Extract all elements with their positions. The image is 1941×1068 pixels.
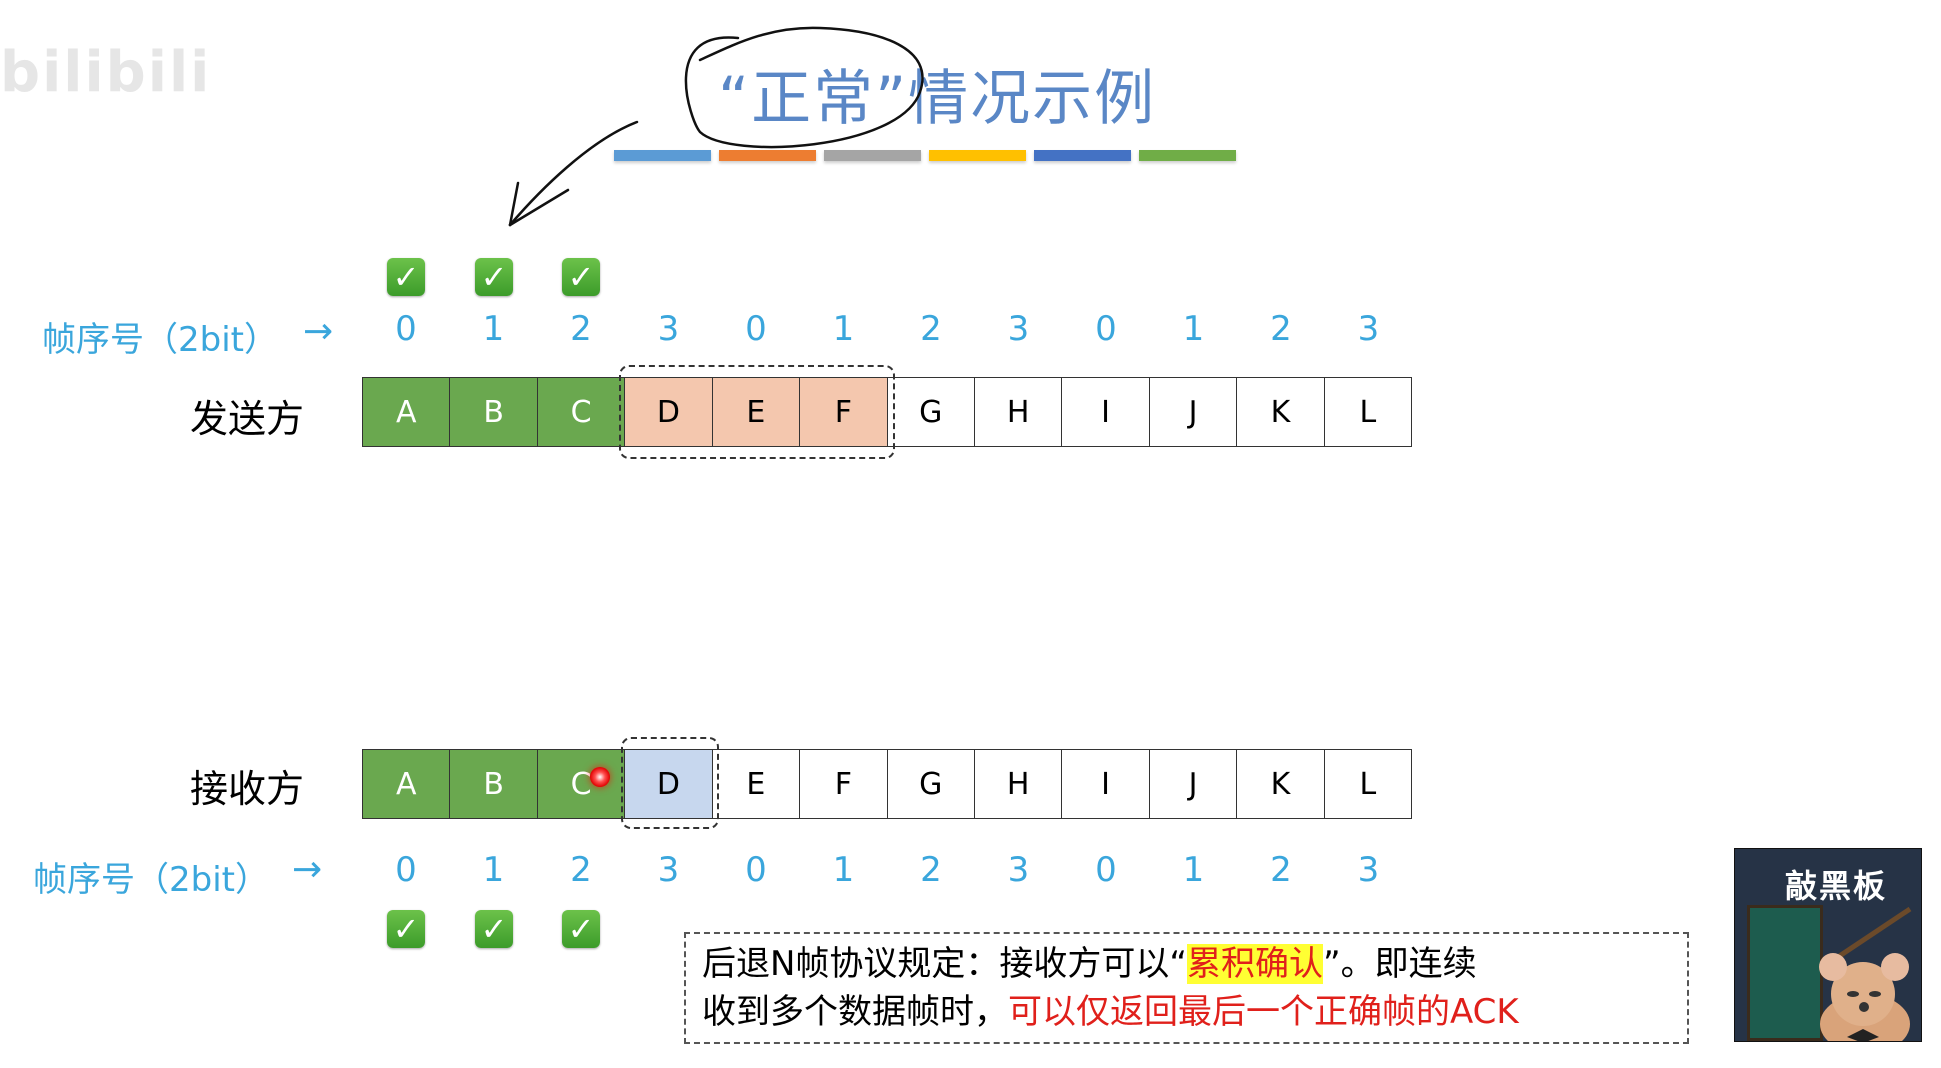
receiver-frame-f: F [800, 750, 888, 818]
color-bar-decoration [614, 150, 1236, 161]
sender-frame-b: B [450, 378, 538, 446]
receiver-seq-number: 2 [1270, 850, 1292, 890]
sender-seq-number: 0 [1095, 309, 1117, 349]
note-line-2: 收到多个数据帧时，可以仅返回最后一个正确帧的ACK [702, 988, 1671, 1036]
receiver-frame-g: G [887, 750, 975, 818]
sender-frame-a: A [363, 378, 451, 446]
sender-seq-number: 3 [1007, 309, 1030, 349]
sender-seq-number: 1 [1182, 309, 1205, 349]
receiver-frame-d: D [625, 750, 713, 818]
sender-seq-number: 2 [1270, 309, 1292, 349]
slide-title: “正常”情况示例 [718, 64, 1157, 134]
receiver-frame-h: H [974, 750, 1063, 818]
sender-frame-g: G [887, 378, 975, 446]
color-bar-6 [1139, 150, 1236, 161]
sender-ack-check-2: ✓ [562, 258, 600, 296]
sender-frame-e: E [712, 378, 801, 446]
receiver-seq-arrow-icon: → [292, 849, 323, 890]
receiver-frame-k: K [1237, 750, 1325, 818]
color-bar-4 [929, 150, 1026, 161]
receiver-frame-i: I [1062, 750, 1150, 818]
note-line-1-suffix: ”。即连续 [1323, 944, 1477, 984]
handdrawn-arrow-right-head [508, 188, 570, 227]
note-line-1: 后退N帧协议规定：接收方可以“累积确认”。即连续 [702, 940, 1671, 988]
receiver-seq-number: 2 [570, 850, 592, 890]
note-line-2-red: 可以仅返回最后一个正确帧的ACK [1008, 992, 1519, 1032]
receiver-frame-b: B [450, 750, 538, 818]
sender-seq-number: 2 [920, 309, 942, 349]
sender-frame-f: F [800, 378, 888, 446]
mascot-mouse-icon [1819, 906, 1912, 1041]
sender-seq-arrow-icon: → [303, 311, 334, 352]
sender-ack-check-0: ✓ [387, 258, 425, 296]
receiver-frame-a: A [363, 750, 451, 818]
sender-seq-label: 帧序号（2bit） [42, 320, 278, 360]
note-highlight: 累积确认 [1187, 944, 1324, 984]
receiver-seq-number: 2 [920, 850, 942, 890]
receiver-ack-check-0: ✓ [387, 910, 425, 948]
laser-pointer-dot [590, 767, 610, 787]
note-line-1-prefix: 后退N帧协议规定：接收方可以“ [702, 944, 1188, 984]
color-bar-5 [1034, 150, 1131, 161]
receiver-seq-number: 1 [482, 850, 505, 890]
sender-frame-j: J [1149, 378, 1238, 446]
sender-window-outline [619, 365, 895, 459]
sender-frame-l: L [1324, 378, 1412, 446]
sender-seq-number: 1 [832, 309, 855, 349]
receiver-seq-number: 3 [657, 850, 680, 890]
sender-frame-k: K [1237, 378, 1325, 446]
receiver-seq-label: 帧序号（2bit） [33, 860, 269, 900]
sender-frame-i: I [1062, 378, 1150, 446]
receiver-seq-number: 1 [832, 850, 855, 890]
bilibili-watermark: bilibili [0, 40, 212, 105]
sender-seq-number: 3 [657, 309, 680, 349]
color-bar-2 [719, 150, 816, 161]
receiver-ack-check-1: ✓ [475, 910, 513, 948]
handdrawn-arrow-left-head [508, 181, 520, 227]
sender-ack-check-1: ✓ [475, 258, 513, 296]
sender-frame-d: D [625, 378, 713, 446]
sender-seq-number: 1 [482, 309, 505, 349]
receiver-window-outline [621, 737, 719, 829]
receiver-ack-check-2: ✓ [562, 910, 600, 948]
receiver-label: 接收方 [190, 767, 305, 811]
receiver-seq-number: 0 [1095, 850, 1117, 890]
handdrawn-arrow-curve [508, 120, 639, 227]
sender-seq-number: 0 [395, 309, 417, 349]
color-bar-3 [824, 150, 921, 161]
sender-seq-number: 0 [745, 309, 767, 349]
receiver-seq-number: 1 [1182, 850, 1205, 890]
receiver-frame-e: E [712, 750, 801, 818]
receiver-frame-c: C [537, 750, 626, 818]
color-bar-1 [614, 150, 711, 161]
mascot-thumbnail: 敲黑板 [1734, 848, 1922, 1042]
receiver-seq-number: 3 [1007, 850, 1030, 890]
receiver-seq-number: 0 [395, 850, 417, 890]
sender-label: 发送方 [190, 397, 305, 441]
note-line-2-prefix: 收到多个数据帧时， [702, 992, 1008, 1032]
go-back-n-note: 后退N帧协议规定：接收方可以“累积确认”。即连续 收到多个数据帧时，可以仅返回最… [684, 932, 1689, 1044]
receiver-seq-number: 3 [1357, 850, 1380, 890]
sender-seq-number: 2 [570, 309, 592, 349]
sender-frame-c: C [537, 378, 626, 446]
sender-seq-number: 3 [1357, 309, 1380, 349]
receiver-frame-j: J [1149, 750, 1238, 818]
sender-frame-h: H [974, 378, 1063, 446]
receiver-frame-l: L [1324, 750, 1412, 818]
receiver-seq-number: 0 [745, 850, 767, 890]
mascot-label: 敲黑板 [1785, 867, 1888, 905]
